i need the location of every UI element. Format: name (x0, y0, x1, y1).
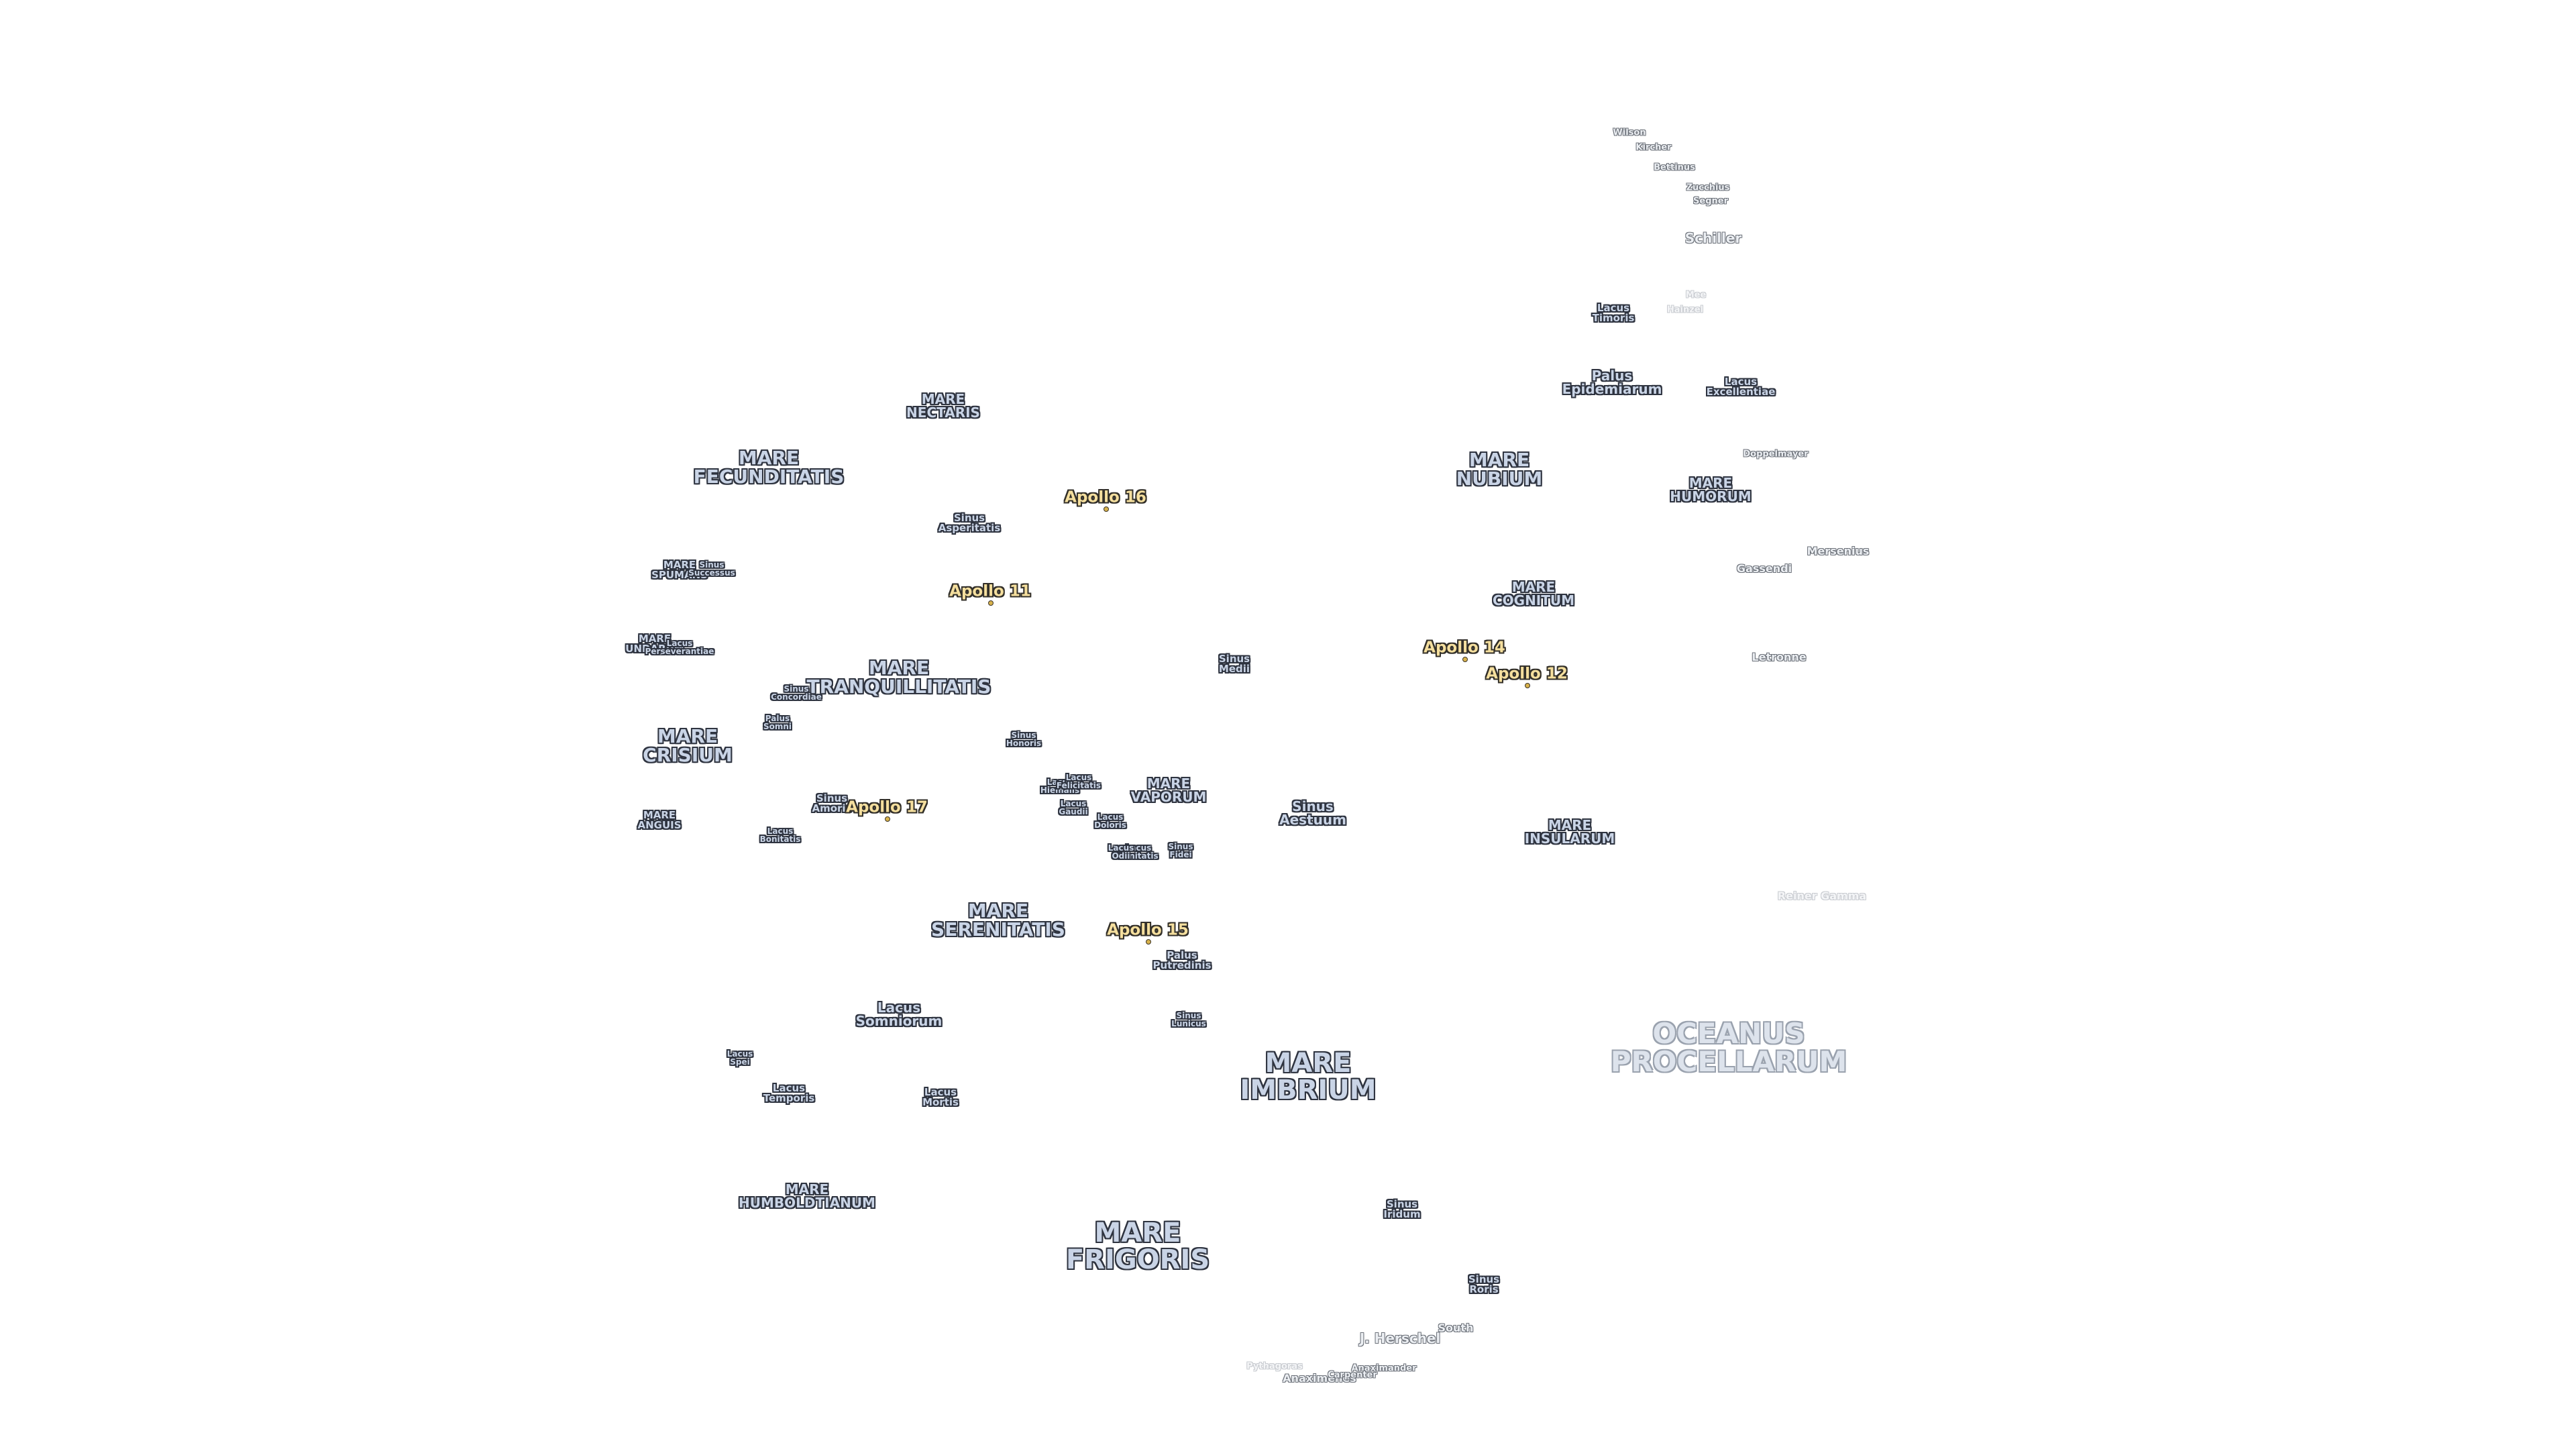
apollo-label-apollo-16: Apollo 16 (1065, 488, 1146, 506)
crater-label-anaximenes: Anaximenes (1283, 1372, 1356, 1385)
feature-label-palus-somni: Palus Somni (763, 714, 792, 731)
feature-label-mare-anguis: MARE ANGUIS (637, 809, 682, 831)
feature-label-lacus-temporis: Lacus Temporis (763, 1082, 815, 1104)
crater-label-anaximander: Anaximander (1351, 1363, 1417, 1374)
feature-label-sinus-successus: Sinus Successus (688, 560, 735, 578)
feature-label-sinus-medii: Sinus Medii (1218, 653, 1250, 675)
crater-label-kircher: Kircher (1635, 142, 1672, 153)
feature-label-mare-insularum: MARE INSULARUM (1524, 817, 1615, 847)
feature-label-lacus-timoris: Lacus Timoris (1592, 302, 1635, 324)
crater-label-schiller: Schiller (1684, 230, 1742, 246)
feature-label-mare-undarum: MARE UNDARUM (625, 633, 684, 655)
feature-label-lacus-somniorum: Lacus Somniorum (855, 1000, 943, 1029)
crater-label-carpenter: Carpenter (1328, 1370, 1377, 1381)
apollo-label-apollo-14: Apollo 14 (1424, 639, 1505, 657)
feature-label-lacus-felicitatis: Lacus Felicitatis (1056, 773, 1102, 790)
feature-label-mare-frigoris: MARE FRIGORIS (1065, 1218, 1210, 1275)
feature-label-mare-vaporum: MARE VAPORUM (1130, 775, 1207, 805)
feature-label-sinus-aestuum: Sinus Aestuum (1279, 798, 1346, 828)
feature-label-lacus-hiemalis: Lacus Hiemalis (1040, 777, 1080, 795)
feature-label-sinus-roris: Sinus Roris (1468, 1273, 1500, 1295)
crater-label-segner: Segner (1693, 196, 1728, 207)
feature-label-mare-fecunditatis: MARE FECUNDITATIS (693, 447, 845, 488)
feature-label-mare-humorum: MARE HUMORUM (1670, 475, 1752, 504)
feature-label-palus-epidemiarum: Palus Epidemiarum (1562, 368, 1662, 397)
apollo-site-marker (988, 600, 994, 606)
feature-label-mare-nubium: MARE NUBIUM (1456, 449, 1543, 490)
feature-label-lacus-bonitatis: Lacus Bonitatis (759, 826, 801, 844)
feature-label-sinus-honoris: Sinus Honoris (1006, 731, 1042, 748)
crater-label-mersenius: Mersenius (1807, 545, 1870, 557)
feature-label-sinus-amoris: Sinus Amoris (812, 792, 852, 814)
apollo-label-apollo-11: Apollo 11 (949, 582, 1031, 600)
crater-label-south: South (1438, 1322, 1474, 1334)
crater-label-wilson: Wilson (1613, 127, 1646, 138)
crater-label-zucchius: Zucchius (1686, 182, 1730, 193)
crater-label-letronne: Letronne (1752, 651, 1807, 663)
crater-label-mee: Mee (1685, 290, 1707, 301)
feature-label-mare-imbrium: MARE IMBRIUM (1240, 1048, 1377, 1106)
feature-label-lacus-perseverantiae: Lacus Perseverantiae (645, 639, 714, 656)
feature-label-mare-crisium: MARE CRISIUM (643, 725, 733, 766)
feature-label-lacus-lenitatis: Lacus Lenitatis (1118, 843, 1159, 861)
apollo-label-apollo-17: Apollo 17 (846, 798, 928, 816)
feature-label-lacus-odii: Lacus Odii (1108, 843, 1134, 861)
feature-label-lacus-gaudii: Lacus Gaudii (1059, 799, 1088, 816)
apollo-site-marker (885, 816, 890, 822)
crater-label-gassendi: Gassendi (1736, 562, 1792, 575)
feature-label-lacus-excellentiae: Lacus Excellentiae (1706, 376, 1776, 398)
feature-label-sinus-fidei: Sinus Fidei (1168, 842, 1193, 859)
feature-label-mare-nectaris: MARE NECTARIS (906, 391, 980, 421)
crater-label-hainzel: Hainzel (1666, 305, 1704, 315)
apollo-site-marker (1462, 657, 1468, 662)
feature-label-mare-cognitum: MARE COGNITUM (1492, 579, 1575, 608)
feature-label-sinus-lunicus: Sinus Lunicus (1171, 1011, 1206, 1028)
feature-label-mare-spumans: MARE SPUMANS (651, 559, 708, 581)
feature-label-oceanus-procellarum: OCEANUS PROCELLARUM (1610, 1017, 1847, 1078)
feature-label-sinus-concordiae: Sinus Concordiae (771, 684, 822, 702)
feature-label-sinus-iridum: Sinus Iridum (1383, 1198, 1421, 1220)
crater-label-j-herschel: J. Herschel (1359, 1330, 1441, 1346)
apollo-label-apollo-12: Apollo 12 (1486, 665, 1568, 683)
feature-label-lacus-mortis: Lacus Mortis (922, 1086, 959, 1108)
feature-label-mare-serenitatis: MARE SERENITATIS (931, 900, 1065, 941)
feature-label-mare-humboldtianum: MARE HUMBOLDTIANUM (739, 1181, 875, 1211)
apollo-site-marker (1104, 506, 1109, 512)
apollo-site-marker (1525, 683, 1530, 688)
apollo-site-marker (1146, 939, 1151, 945)
feature-label-sinus-asperitatis: Sinus Asperitatis (938, 512, 1001, 534)
crater-label-bettinus: Bettinus (1654, 162, 1695, 173)
feature-label-mare-tranquillitatis: MARE TRANQUILLITATIS (806, 657, 991, 698)
crater-label-pythagoras: Pythagoras (1246, 1361, 1303, 1372)
feature-label-lacus-spei: Lacus Spei (727, 1049, 753, 1067)
crater-label-reiner-gamma: Reiner Gamma (1777, 890, 1867, 902)
feature-label-lacus-doloris: Lacus Doloris (1094, 812, 1126, 830)
apollo-label-apollo-15: Apollo 15 (1107, 921, 1189, 939)
feature-label-palus-putredinis: Palus Putredinis (1152, 949, 1212, 971)
crater-label-doppelmayer: Doppelmayer (1743, 449, 1809, 460)
